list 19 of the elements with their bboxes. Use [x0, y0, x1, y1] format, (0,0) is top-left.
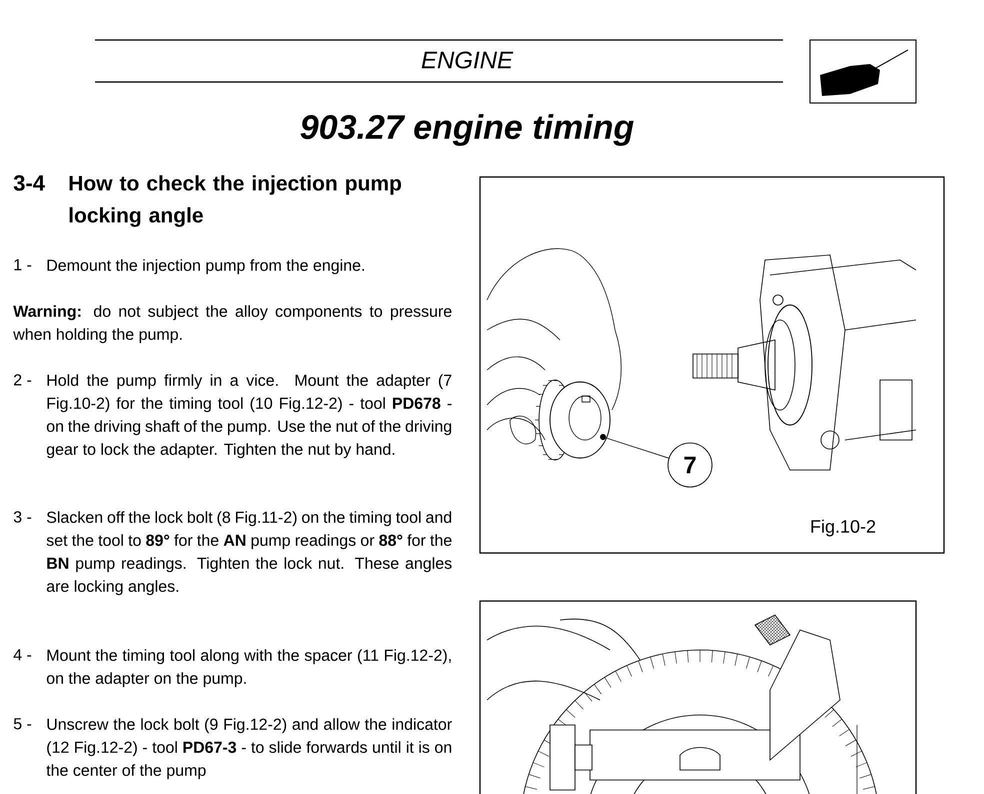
step-number: 2 -	[14, 374, 32, 386]
header-text: ENGINE	[422, 52, 514, 68]
page-title: 903.27 engine timing	[300, 114, 634, 146]
step-number: 4 -	[14, 649, 32, 660]
paragraph: Warning: do not subject the alloy components to pressure when holding the pump.	[13, 305, 452, 344]
leader-line	[606, 438, 670, 458]
marked-point	[600, 434, 606, 440]
paragraph: Hold the pump firmly in a vice. Mount the adapter (7 Fig.10-2) for the timing tool (10 Fig.12-2) - tool PD678 - on the driving shaft of the pump. Use the nut of the driving gear to lock the adapter. Tighten the nut by hand.	[46, 374, 452, 458]
step-number: 3 -	[14, 511, 32, 523]
paragraph: Demount the injection pump from the engine.	[48, 259, 364, 274]
paragraph: Unscrew the lock bolt (9 Fig.12-2) and allow the indicator (12 Fig.12-2) - tool PD67-3 - to slide forwards until it is on the center of the pump	[46, 718, 452, 780]
section-number: 3-4	[14, 175, 45, 191]
callout-number: 7	[668, 442, 712, 488]
section-heading: How to check the injection pump locking angle	[70, 175, 402, 227]
step-number: 5 -	[14, 718, 32, 730]
paragraph: Mount the timing tool along with the spacer (11 Fig.12-2), on the adapter on the pump.	[46, 649, 451, 688]
step-number: 1 -	[14, 259, 32, 270]
paragraph: Slacken off the lock bolt (8 Fig.11-2) on the timing tool and set the tool to 89° for the AN pump readings or 88° for the BN pump readings. Tighten the lock nut. These angles are locking angles.	[46, 511, 452, 596]
figure-caption: Fig.10-2	[811, 520, 876, 536]
